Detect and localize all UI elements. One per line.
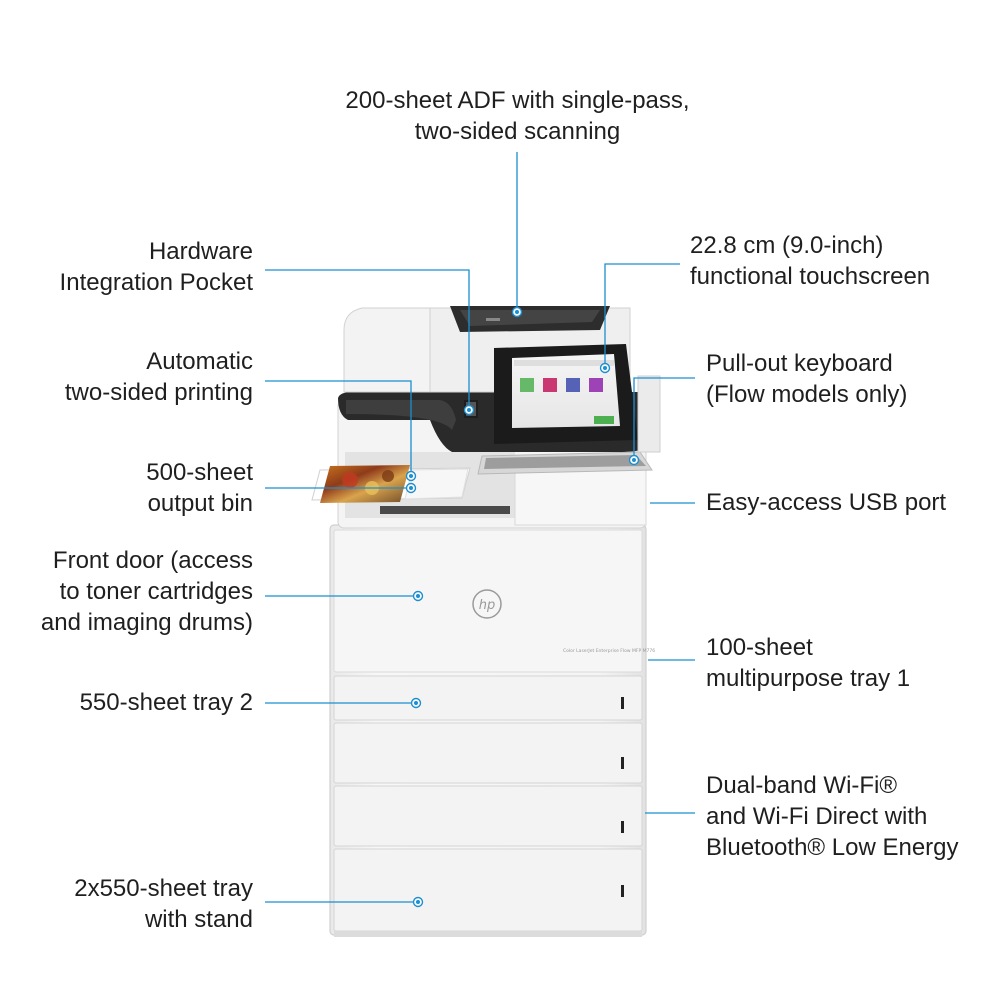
callout-dot — [511, 306, 523, 318]
callout-adf-line1: 200-sheet ADF with single-pass, — [345, 87, 690, 114]
callout-tray2-line1: 550-sheet tray 2 — [79, 689, 253, 716]
callout-dot — [405, 482, 417, 494]
callout-hip-line2: Integration Pocket — [59, 269, 253, 296]
touchscreen-display — [494, 344, 638, 444]
callout-dot — [412, 590, 424, 602]
callout-tray-stand-line1: 2x550-sheet tray — [74, 875, 253, 902]
callout-duplex-printing: Automatic two-sided printing — [10, 346, 253, 408]
callout-dot — [599, 362, 611, 374]
model-text: Color LaserJet Enterprise Flow MFP M776 — [563, 648, 655, 654]
callout-tray-stand: 2x550-sheet tray with stand — [10, 873, 253, 935]
pull-out-keyboard — [477, 451, 653, 475]
callout-tray-stand-line2: with stand — [144, 906, 253, 933]
callout-keyboard-line2: (Flow models only) — [706, 381, 908, 408]
callout-adf-line2: two-sided scanning — [414, 118, 621, 145]
callout-output-bin-line2: output bin — [147, 490, 253, 517]
callout-keyboard: Pull-out keyboard (Flow models only) — [706, 348, 996, 410]
printer-cabinet — [329, 524, 647, 937]
hp-logo-icon: hp — [472, 589, 502, 619]
callout-dot — [412, 896, 424, 908]
callout-wifi-line3: Bluetooth® Low Energy — [706, 834, 959, 861]
callout-tray-1: 100-sheet multipurpose tray 1 — [706, 632, 996, 694]
svg-text:hp: hp — [479, 598, 496, 613]
callout-touchscreen-line1: 22.8 cm (9.0-inch) — [690, 232, 884, 259]
callout-hip-line1: Hardware — [148, 238, 253, 265]
callout-duplex-line2: two-sided printing — [64, 379, 253, 406]
callout-front-door-line3: and imaging drums) — [40, 609, 253, 636]
callout-dot — [463, 404, 475, 416]
callout-output-bin-line1: 500-sheet — [146, 459, 253, 486]
callout-dot — [405, 470, 417, 482]
callout-front-door-line1: Front door (access — [52, 547, 253, 574]
callout-hardware-integration-pocket: Hardware Integration Pocket — [10, 236, 253, 298]
callout-touchscreen-line2: functional touchscreen — [690, 263, 931, 290]
tray-2 — [333, 675, 643, 721]
callout-adf: 200-sheet ADF with single-pass, two-side… — [300, 85, 735, 147]
output-paper — [311, 465, 471, 503]
callout-output-bin: 500-sheet output bin — [10, 457, 253, 519]
callout-touchscreen: 22.8 cm (9.0-inch) functional touchscree… — [690, 230, 990, 292]
callout-wifi-line2: and Wi-Fi Direct with — [706, 803, 928, 830]
callout-tray-2: 550-sheet tray 2 — [10, 687, 253, 718]
callout-tray1-line2: multipurpose tray 1 — [706, 665, 911, 692]
callout-dot — [628, 454, 640, 466]
callout-dot — [410, 697, 422, 709]
callout-wifi: Dual-band Wi-Fi® and Wi-Fi Direct with B… — [706, 770, 996, 863]
callout-tray1-line1: 100-sheet — [706, 634, 813, 661]
callout-front-door: Front door (access to toner cartridges a… — [5, 545, 253, 638]
callout-usb-port: Easy-access USB port — [706, 487, 996, 518]
callout-keyboard-line1: Pull-out keyboard — [706, 350, 893, 377]
callout-duplex-line1: Automatic — [146, 348, 253, 375]
callout-front-door-line2: to toner cartridges — [59, 578, 253, 605]
callout-wifi-line1: Dual-band Wi-Fi® — [706, 772, 898, 799]
callout-usb-line1: Easy-access USB port — [706, 489, 947, 516]
